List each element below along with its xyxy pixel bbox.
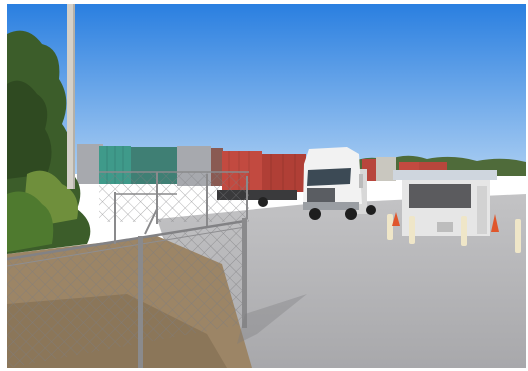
fence-shadow [237, 294, 307, 344]
guard-booth [393, 170, 497, 236]
semi-truck [303, 147, 376, 220]
trees [7, 30, 91, 254]
trailer-chassis [217, 190, 297, 200]
inner-fence [99, 171, 249, 226]
traffic-cones [392, 212, 499, 232]
pavement [157, 194, 526, 368]
chain-link-fence [7, 192, 247, 368]
bollards [387, 214, 521, 253]
utility-pole [67, 4, 74, 189]
trailer-wheel [258, 197, 268, 207]
photo-scene [7, 4, 526, 368]
